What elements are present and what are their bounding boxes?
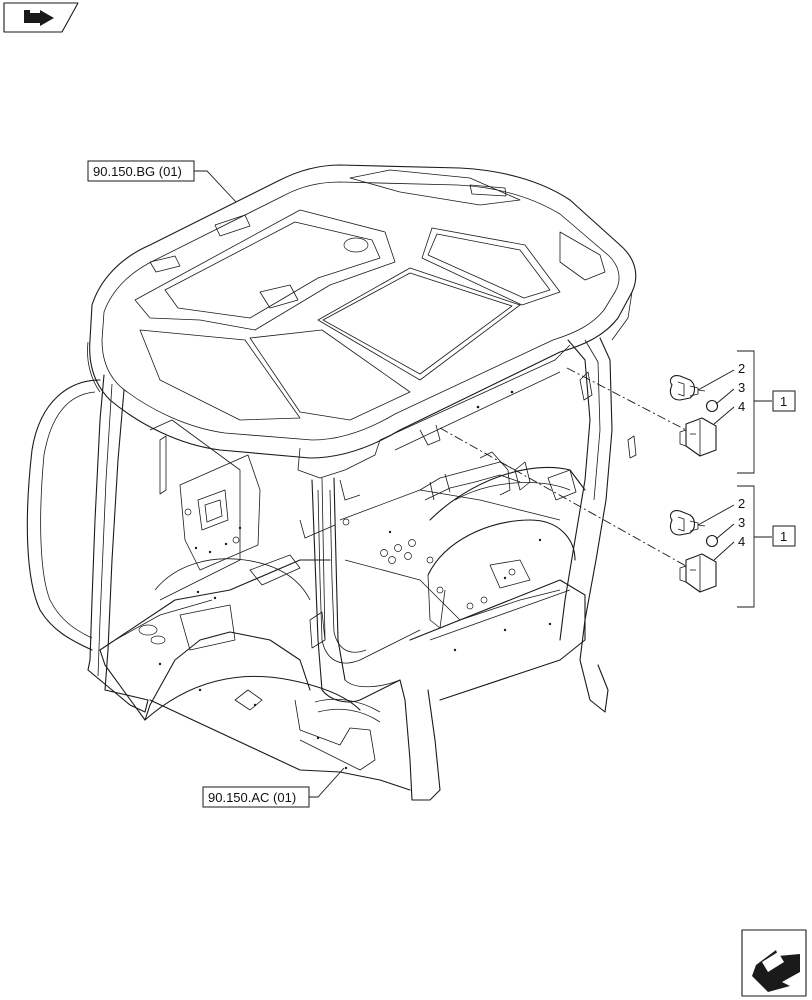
callout-4-lower: 4 xyxy=(738,534,745,549)
rear-wheel-arch xyxy=(427,466,586,629)
bulb-3-lower xyxy=(705,534,719,548)
callout-4-upper: 4 xyxy=(738,399,745,414)
front-lower-panel xyxy=(144,675,411,791)
callout-3-lower: 3 xyxy=(738,515,745,530)
front-left-pillar xyxy=(87,374,149,713)
lamp-4-lower xyxy=(679,553,717,593)
svg-text:90.150.AC (01): 90.150.AC (01) xyxy=(208,790,296,805)
center-pillar xyxy=(311,477,441,801)
upper-callout-group: 2 3 4 1 xyxy=(566,350,796,474)
callout-2-upper: 2 xyxy=(738,361,745,376)
rear-right-pillar xyxy=(559,337,637,713)
callout-3-upper: 3 xyxy=(738,380,745,395)
rear-header xyxy=(379,344,571,451)
roof-panel xyxy=(87,164,637,479)
bulb-holder-2-lower xyxy=(669,510,706,536)
next-page-icon[interactable] xyxy=(741,929,807,997)
group-1-lower[interactable]: 1 xyxy=(780,529,787,544)
left-side-wall xyxy=(149,419,311,601)
group-1-upper[interactable]: 1 xyxy=(780,394,787,409)
ref-roof[interactable]: 90.150.BG (01) xyxy=(87,160,237,203)
bulb-3-upper xyxy=(705,399,719,413)
callout-2-lower: 2 xyxy=(738,496,745,511)
ref-frame[interactable]: 90.150.AC (01) xyxy=(202,767,345,808)
cab-illustration xyxy=(26,164,637,801)
rear-floor-frame xyxy=(339,489,586,701)
cable-harness xyxy=(309,479,421,664)
svg-text:90.150.BG (01): 90.150.BG (01) xyxy=(93,164,182,179)
door-glass xyxy=(26,379,101,651)
lamp-4-upper xyxy=(679,417,717,457)
bulb-holder-2-upper xyxy=(669,375,706,401)
cab-floor xyxy=(99,519,336,721)
lower-callout-group: 2 3 4 1 xyxy=(439,427,796,608)
previous-page-icon[interactable] xyxy=(3,2,79,33)
